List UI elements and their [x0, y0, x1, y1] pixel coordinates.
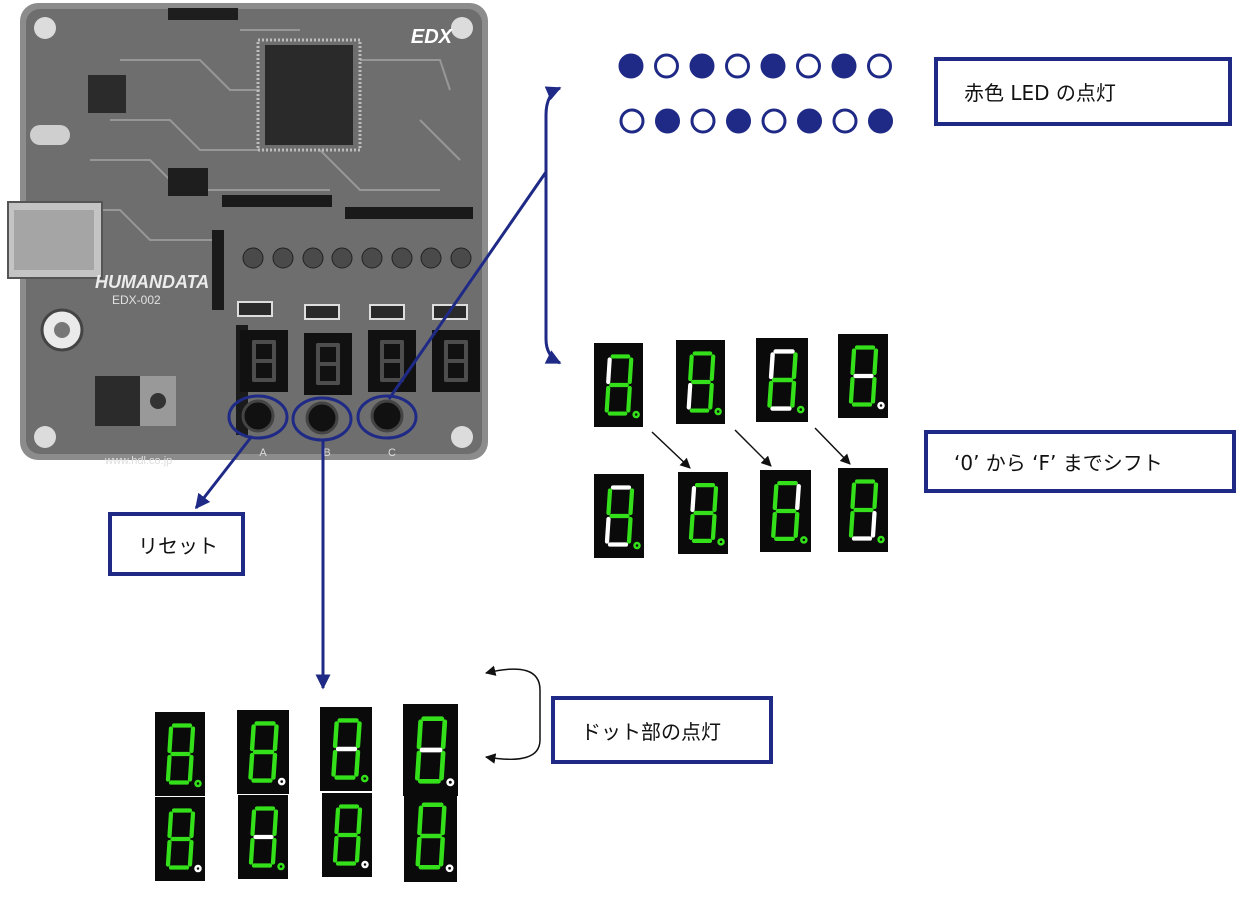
seven-segment-display-icon: [760, 470, 811, 552]
seven-segment-display-icon: [594, 343, 643, 427]
seven-segment-display-icon: [155, 712, 205, 796]
led-off-icon: [832, 108, 858, 134]
led-pattern-rows: [618, 53, 893, 134]
arrow-to-led-pattern: [544, 86, 562, 172]
led-on-icon: [726, 108, 751, 134]
board-model-label: EDX-002: [112, 293, 161, 307]
led-off-icon: [654, 53, 679, 79]
led-on-icon: [797, 108, 822, 134]
seven-segment-display-icon: [594, 474, 644, 558]
led-on-icon: [689, 53, 715, 79]
board-button-label-a: A: [259, 447, 267, 459]
seven-segment-display-icon: [678, 472, 728, 554]
shift-callout-label: ‘0’ から ‘F’ までシフト: [954, 451, 1163, 475]
connector-led-line: [387, 171, 548, 400]
digit-shift-group: [594, 334, 888, 558]
led-off-icon: [619, 108, 645, 134]
shift-callout: ‘0’ から ‘F’ までシフト: [924, 430, 1236, 493]
seven-segment-display-icon: [756, 338, 808, 422]
reset-callout-label: リセット: [138, 533, 218, 558]
shift-arrow-3: [814, 427, 851, 465]
dot-callout-label: ドット部の点灯: [581, 719, 721, 744]
seven-segment-display-icon: [838, 468, 888, 552]
seven-segment-display-icon: [676, 340, 725, 424]
led-callout-label: 赤色 LED の点灯: [964, 81, 1116, 105]
led-on-icon: [831, 53, 857, 79]
led-on-icon: [618, 53, 644, 79]
led-off-icon: [867, 53, 892, 79]
seven-segment-display-icon: [322, 793, 372, 877]
board-seven-segment-display: [240, 330, 288, 392]
board-button-label-b: B: [323, 447, 330, 459]
board-maker-logo: HUMANDATA: [95, 272, 209, 292]
dot-toggle-bracket-arrow: [484, 665, 541, 764]
seven-segment-display-icon: [838, 334, 888, 418]
arrow-to-digit-shift: [544, 172, 562, 365]
led-off-icon: [690, 108, 716, 134]
seven-segment-display-icon: [320, 707, 372, 791]
seven-segment-display-icon: [403, 704, 458, 796]
seven-segment-display-icon: [238, 795, 288, 879]
led-on-icon: [760, 53, 786, 79]
reset-callout: リセット: [108, 512, 245, 576]
board-url-label: www.hdl.co.jp: [104, 455, 172, 467]
board-seven-segment-display: [432, 330, 480, 392]
led-on-icon: [655, 108, 680, 134]
board-button-b: [305, 401, 339, 435]
board-button-label-c: C: [388, 447, 396, 459]
board-button-c: [370, 399, 404, 433]
led-off-icon: [725, 53, 750, 79]
led-callout: 赤色 LED の点灯: [934, 57, 1232, 126]
led-off-icon: [761, 108, 787, 134]
seven-segment-display-icon: [155, 797, 205, 881]
dot-callout: ドット部の点灯: [551, 696, 773, 764]
fpga-board-photo: HUMANDATA EDX-002 EDX www.hdl.co.jp A B …: [7, 3, 488, 467]
arrow-to-reset: [194, 435, 254, 510]
board-brand-label: EDX: [411, 26, 454, 48]
seven-segment-display-icon: [237, 710, 289, 794]
board-button-a: [241, 399, 275, 433]
board-seven-segment-display: [368, 330, 416, 392]
led-on-icon: [868, 108, 893, 134]
board-seven-segment-display: [304, 333, 352, 395]
board-seven-segment-displays: [240, 330, 480, 395]
shift-arrow-2: [734, 429, 772, 467]
seven-segment-display-icon: [404, 790, 457, 882]
shift-arrow-1: [651, 431, 691, 469]
dot-digit-group: [155, 704, 458, 882]
led-off-icon: [796, 53, 821, 79]
